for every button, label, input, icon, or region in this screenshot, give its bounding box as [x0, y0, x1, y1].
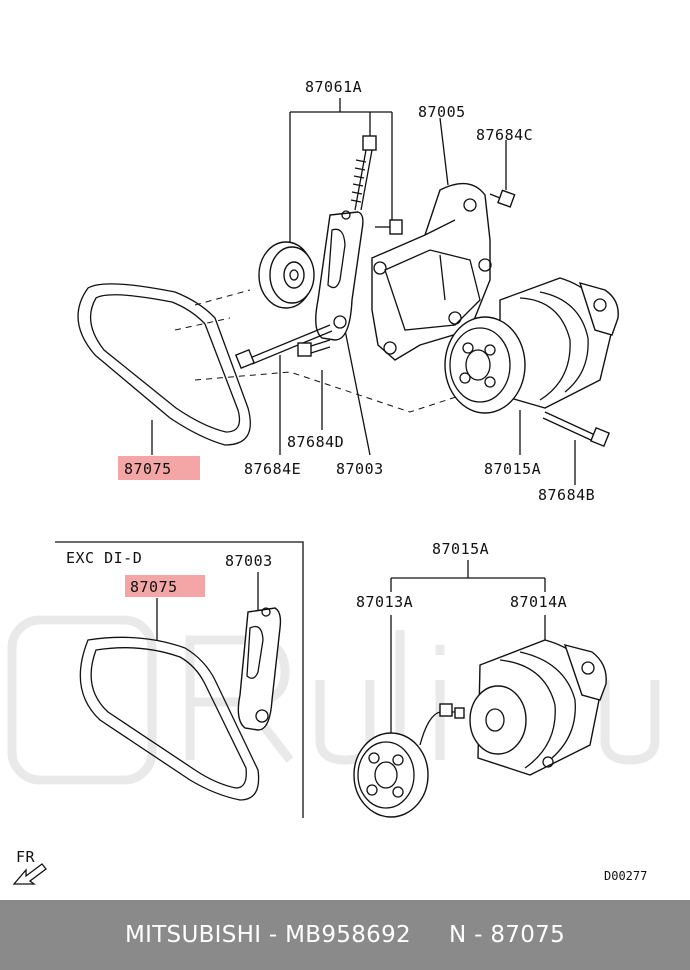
label-87075-top: 87075: [124, 460, 172, 478]
label-87003-top: 87003: [336, 460, 384, 478]
bolt-87684c: [489, 189, 516, 208]
compressor-bracket-87005: [371, 182, 492, 361]
footer-text: MITSUBISHI - MB958692 N - 87075: [124, 922, 566, 948]
label-87005: 87005: [418, 103, 466, 121]
label-87684e: 87684E: [244, 460, 301, 478]
footer-bar: MITSUBISHI - MB958692 N - 87075: [0, 900, 690, 970]
tensioner-bracket-top: [315, 210, 364, 341]
compressor-top: [444, 277, 619, 414]
highlight-87075-top: [118, 456, 200, 480]
bolt-87684d: [297, 339, 331, 357]
label-87684c: 87684C: [476, 126, 533, 144]
tensioner-bracket-bottom: [237, 607, 282, 731]
label-87015a-top: 87015A: [484, 460, 541, 478]
drive-belt-top: [77, 283, 251, 446]
label-87003-box: 87003: [225, 552, 273, 570]
drive-belt-bottom: [79, 636, 260, 801]
compressor-87014a: [469, 639, 607, 776]
small-bolt-bracket: [375, 219, 403, 235]
variant-frame: [55, 541, 304, 818]
label-variant: EXC DI-D: [66, 549, 142, 567]
label-87684d: 87684D: [287, 433, 344, 451]
label-87075-box: 87075: [130, 578, 178, 596]
through-bolt-87684e: [234, 324, 333, 370]
label-fr: FR: [16, 848, 36, 866]
label-87014a: 87014A: [510, 593, 567, 611]
idler-pulley: [258, 241, 315, 309]
parts-diagram: 87061A 87005 87684C 87075 87684E 87684D …: [7, 78, 660, 885]
label-87013a: 87013A: [356, 593, 413, 611]
label-87061a: 87061A: [305, 78, 362, 96]
highlight-87075-box: [125, 575, 205, 597]
clutch-87013a: [353, 703, 465, 818]
label-87684b: 87684B: [538, 486, 595, 504]
label-87015a-right: 87015A: [432, 540, 489, 558]
front-arrow-icon: [12, 863, 47, 885]
bolt-87684b: [542, 411, 611, 448]
label-diagram-code: D00277: [604, 869, 647, 883]
bolt-87061a: [350, 135, 377, 211]
